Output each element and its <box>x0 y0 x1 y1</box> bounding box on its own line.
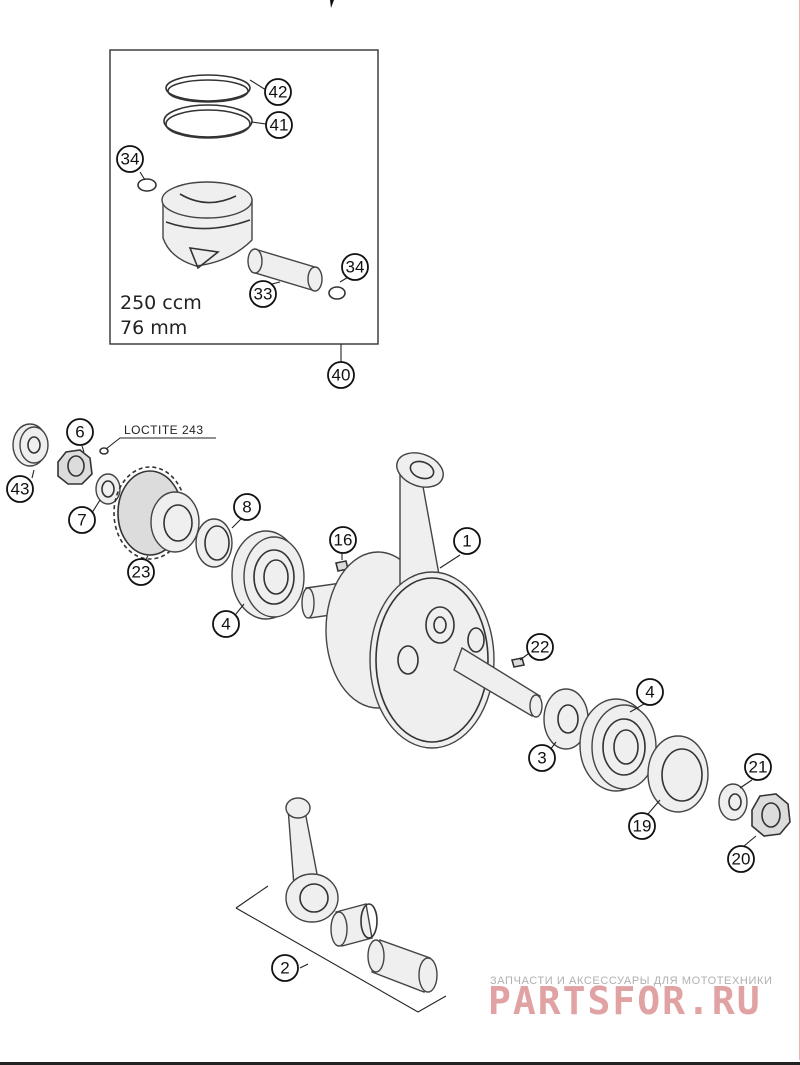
svg-text:6: 6 <box>75 423 84 442</box>
piston-ring-second-inner <box>165 109 251 139</box>
piston-pin <box>247 248 323 292</box>
svg-text:33: 33 <box>254 285 273 304</box>
svg-text:4: 4 <box>645 683 654 702</box>
part-bearing-4-left <box>231 530 305 620</box>
callout-16: 16 <box>329 526 357 554</box>
leader-6 <box>81 445 85 453</box>
leader-4b <box>629 703 645 713</box>
callout-34-right: 34 <box>341 253 369 281</box>
svg-text:16: 16 <box>334 531 353 550</box>
svg-text:34: 34 <box>121 150 140 169</box>
leader-34a <box>139 171 146 181</box>
callout-33: 33 <box>249 280 277 308</box>
leader-43 <box>31 469 35 479</box>
watermark-tagline: ЗАПЧАСТИ И АКСЕССУАРЫ ДЛЯ МОТОТЕХНИКИ <box>490 975 772 987</box>
loctite-leader <box>105 437 216 450</box>
bracket-bottom <box>235 907 447 1013</box>
piston-ring-top <box>165 74 251 102</box>
needle-bearing <box>330 903 378 947</box>
callout-40: 40 <box>327 361 355 389</box>
svg-text:22: 22 <box>531 638 550 657</box>
callout-3: 3 <box>528 744 556 772</box>
svg-text:8: 8 <box>242 498 251 517</box>
svg-text:7: 7 <box>77 511 86 530</box>
circlip-right <box>328 286 346 300</box>
callout-4-left: 4 <box>212 610 240 638</box>
part-washer-43 <box>12 423 49 467</box>
piston-ring-top-inner <box>167 79 249 103</box>
svg-text:21: 21 <box>749 758 768 777</box>
part-crankshaft-1 <box>301 452 543 749</box>
top-edge-mark <box>330 0 334 8</box>
loctite-note: LOCTITE 243 <box>124 423 204 437</box>
piston-bore: 76 mm <box>120 317 187 339</box>
svg-text:4: 4 <box>221 615 230 634</box>
svg-text:20: 20 <box>732 850 751 869</box>
bracket-top-left <box>235 885 269 909</box>
part-key-22 <box>510 657 526 668</box>
callout-19: 19 <box>628 812 656 840</box>
part-gear-23 <box>113 466 200 560</box>
bottom-edge-rule <box>0 1062 800 1065</box>
svg-text:42: 42 <box>269 83 288 102</box>
leader-4a <box>235 603 245 615</box>
leader-21 <box>739 779 753 789</box>
watermark-brand: PARTSFOR.RU <box>488 979 762 1023</box>
part-bearing-4-right <box>579 698 657 792</box>
svg-text:34: 34 <box>346 258 365 277</box>
svg-text:41: 41 <box>270 116 289 135</box>
part-washer-21 <box>718 783 748 821</box>
leader-1 <box>439 554 461 569</box>
callout-22: 22 <box>526 633 554 661</box>
circlip-left <box>137 178 157 192</box>
svg-text:40: 40 <box>332 366 351 385</box>
svg-text:1: 1 <box>462 532 471 551</box>
svg-text:19: 19 <box>633 817 652 836</box>
callout-8: 8 <box>233 493 261 521</box>
svg-text:43: 43 <box>11 480 30 499</box>
leader-8 <box>231 517 243 529</box>
conrod-small-end <box>285 797 311 819</box>
leader-22 <box>519 653 529 661</box>
svg-text:2: 2 <box>280 959 289 978</box>
piston-kit-group: 250 ccm 76 mm <box>109 49 379 362</box>
part-nut-6 <box>57 449 93 485</box>
callout-21: 21 <box>744 753 772 781</box>
piston-kit-frame <box>109 49 379 345</box>
leader-41 <box>251 121 267 125</box>
part-nut-20 <box>751 793 791 837</box>
piston-displacement: 250 ccm <box>120 292 202 314</box>
part-washer-21-hole <box>728 793 742 811</box>
piston-ring-second <box>163 104 253 138</box>
part-seal-19 <box>647 735 709 813</box>
part-seal-8 <box>195 518 233 568</box>
conrod-kit-group <box>235 797 447 1013</box>
callout-2: 2 <box>271 954 299 982</box>
callout-1: 1 <box>453 527 481 555</box>
leader-2 <box>299 963 309 969</box>
callout-34-left: 34 <box>116 145 144 173</box>
part-washer-7-hole <box>101 480 115 498</box>
svg-text:3: 3 <box>537 749 546 768</box>
callout-42: 42 <box>264 78 292 106</box>
leader-19 <box>647 799 661 815</box>
callout-23: 23 <box>127 558 155 586</box>
callout-6: 6 <box>66 418 94 446</box>
callout-7: 7 <box>68 506 96 534</box>
loctite-point <box>99 447 109 455</box>
callout-43: 43 <box>6 475 34 503</box>
svg-text:23: 23 <box>132 563 151 582</box>
callout-41: 41 <box>265 111 293 139</box>
callout-4-right: 4 <box>636 678 664 706</box>
piston <box>161 181 253 270</box>
callout-20: 20 <box>727 845 755 873</box>
crank-pin <box>367 939 438 993</box>
leader-20 <box>743 835 757 847</box>
leader-42 <box>249 79 267 91</box>
